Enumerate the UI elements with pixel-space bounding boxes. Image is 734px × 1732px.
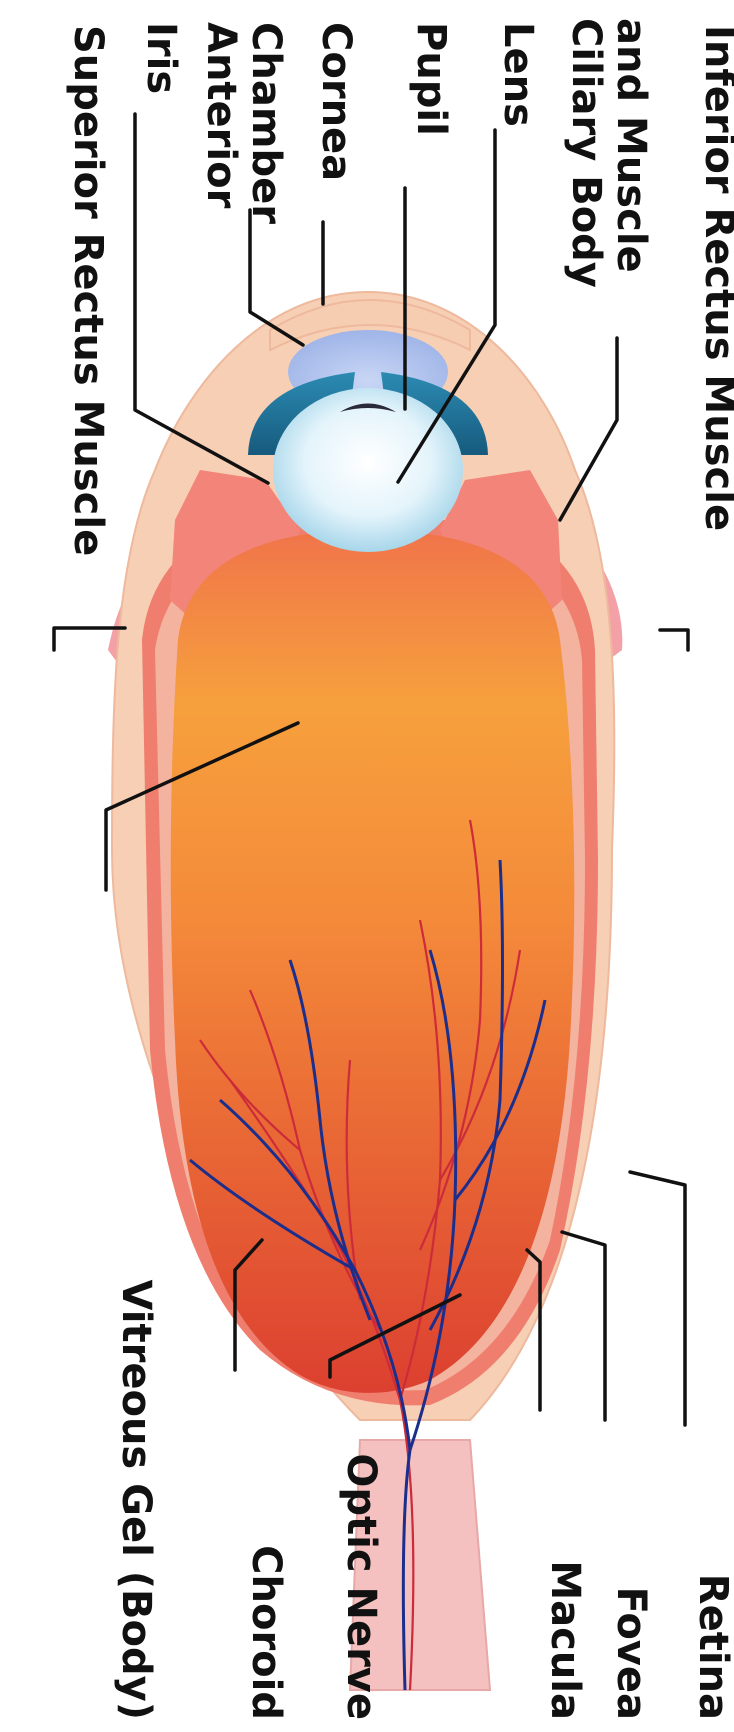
leader-inferior-rectus xyxy=(660,630,688,650)
label-superior-rectus-muscle: Superior Rectus Muscle xyxy=(65,25,111,556)
label-ciliary-body-line2: and Muscle xyxy=(608,18,654,273)
label-optic-nerve: Optic Nerve xyxy=(338,1453,384,1720)
label-pupil: Pupil xyxy=(408,22,454,136)
label-lens: Lens xyxy=(495,22,541,127)
label-fovea: Fovea xyxy=(608,1587,654,1720)
label-anterior-chamber-line2: Chamber xyxy=(243,22,289,224)
label-inferior-rectus-muscle: Inferior Rectus Muscle xyxy=(696,25,734,531)
label-macula: Macula xyxy=(542,1560,588,1720)
label-cornea: Cornea xyxy=(313,22,359,181)
leader-fovea xyxy=(562,1232,605,1420)
label-vitreous-gel: Vitreous Gel (Body) xyxy=(113,1280,159,1720)
label-retina: Retina xyxy=(690,1574,734,1720)
leader-retina xyxy=(630,1172,685,1425)
label-anterior-chamber-line1: Anterior xyxy=(198,22,244,209)
label-ciliary-body-line1: Ciliary Body xyxy=(563,18,609,288)
lens-shape xyxy=(273,388,463,552)
label-choroid: Choroid xyxy=(243,1545,289,1720)
vitreous-body-shape xyxy=(171,530,575,1393)
label-iris: Iris xyxy=(138,22,184,94)
